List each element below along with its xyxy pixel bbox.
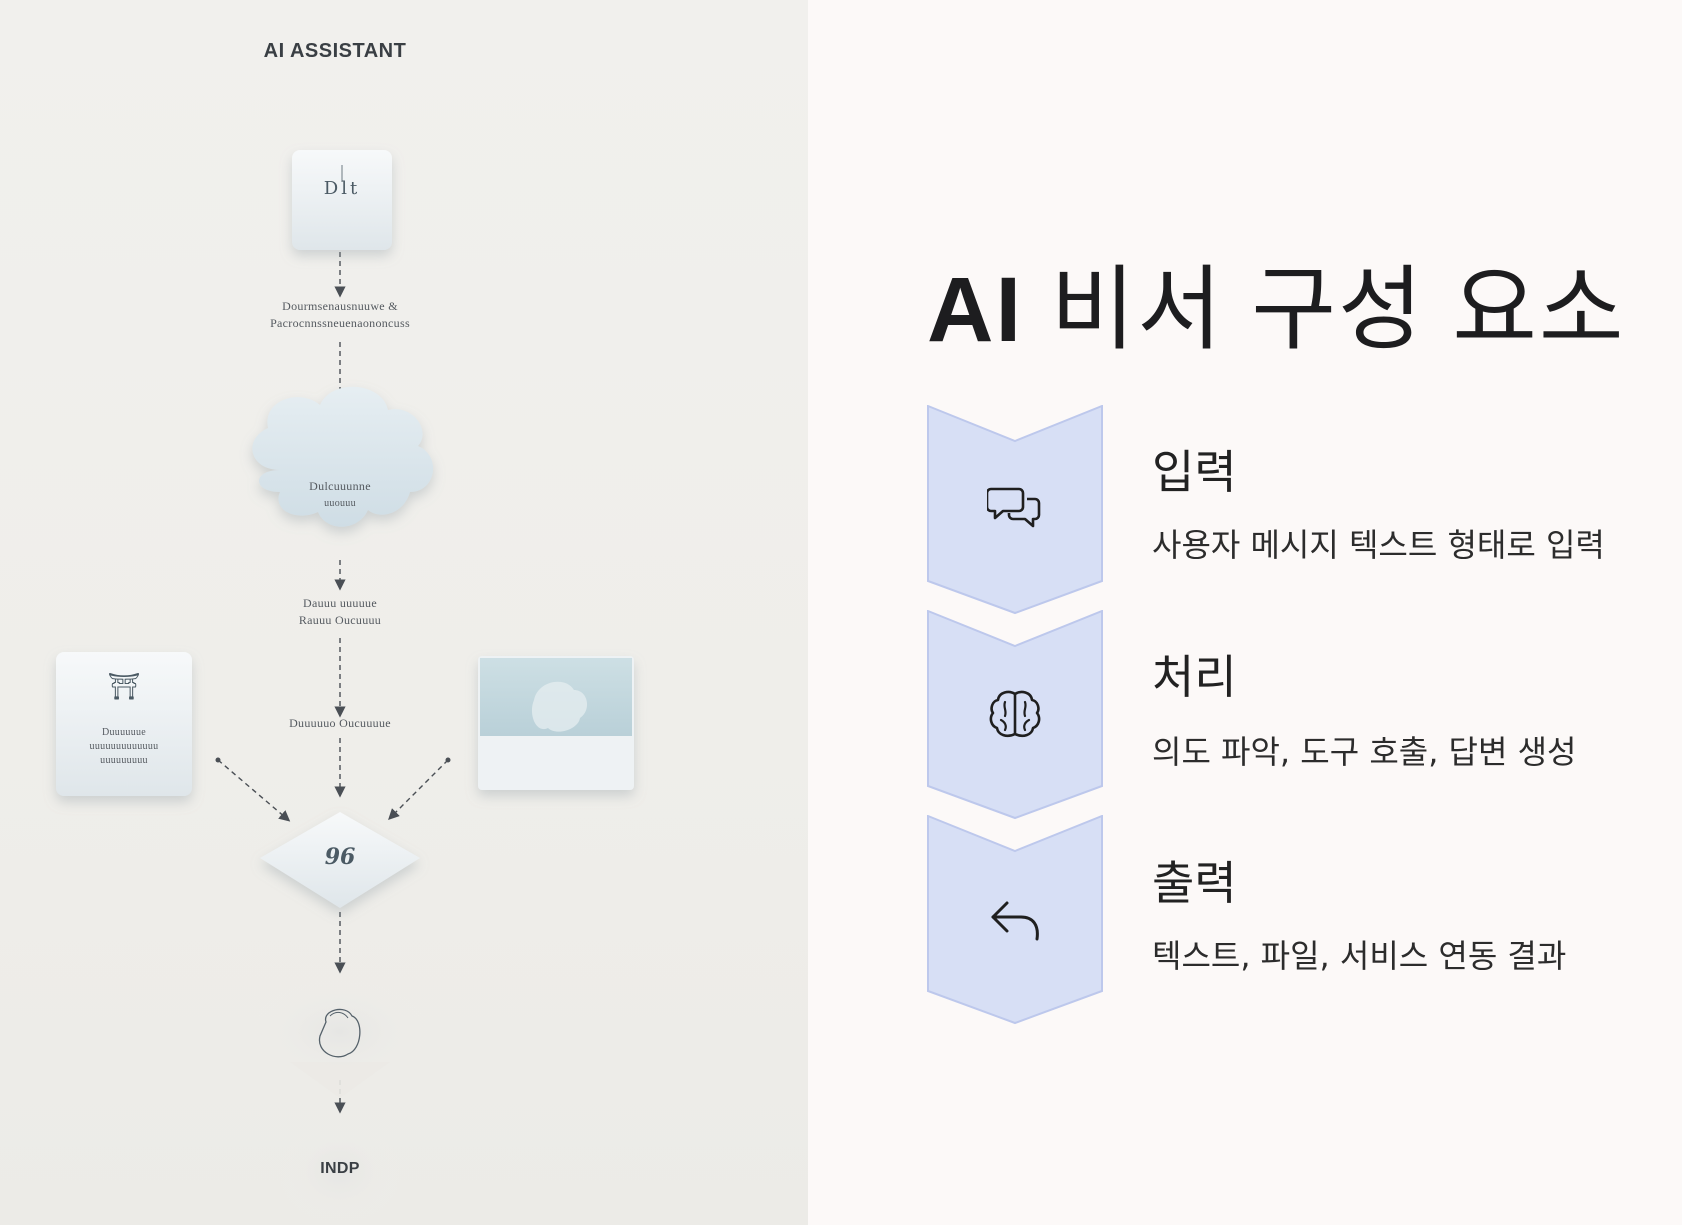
step-process-desc: 의도 파악, 도구 호출, 답변 생성 <box>1152 733 1577 771</box>
decision-diamond <box>260 812 420 908</box>
image-card <box>478 656 634 790</box>
step-input-desc: 사용자 메시지 텍스트 형태로 입력 <box>1152 526 1605 564</box>
step-input-chevron <box>927 405 1103 615</box>
slide-title: AI 비서 구성 요소 <box>927 259 1626 361</box>
step-output-chevron <box>927 815 1103 1025</box>
process-label: Dourmsenausnuuwe & Pacrocnnssneuenaononc… <box>270 299 410 330</box>
end-label: INDP <box>320 1160 360 1177</box>
decision-label: Duuuuuo Oucuuuue <box>289 716 391 730</box>
brain-icon <box>989 690 1041 738</box>
reply-arrow-icon <box>991 901 1039 941</box>
illustration-title: AI ASSISTANT <box>263 40 407 62</box>
flowchart-illustration: AI ASSISTANT Dlt Dourmsenausnuuwe & Pacr… <box>0 0 808 1225</box>
knowledge-card-text: Duuuuuue uuuuuuuuuuuuu uuuuuuuuu <box>89 727 159 766</box>
step-process-chevron <box>927 610 1103 820</box>
flowchart-graphics <box>56 150 634 1224</box>
knowledge-card <box>56 652 192 796</box>
input-node-card <box>292 150 392 250</box>
route-label: Dauuu uuuuue Rauuu Oucuuuu <box>298 596 382 627</box>
connector-left <box>217 759 291 822</box>
connector-right <box>388 759 449 820</box>
step-output-title: 출력 <box>1152 856 1237 910</box>
input-node-text: Dlt <box>323 178 361 199</box>
chat-bubbles-icon <box>987 487 1041 528</box>
output-node-sketch <box>318 1008 361 1058</box>
cloud-node <box>252 386 434 527</box>
decision-symbol: 96 <box>324 844 356 870</box>
tool-icon: ⛩ <box>107 672 141 702</box>
step-input-title: 입력 <box>1152 445 1237 499</box>
cloud-label: Dulcuuunne uuouuu <box>309 479 371 509</box>
step-process-title: 처리 <box>1152 650 1237 704</box>
step-output-desc: 텍스트, 파일, 서비스 연동 결과 <box>1152 937 1567 975</box>
